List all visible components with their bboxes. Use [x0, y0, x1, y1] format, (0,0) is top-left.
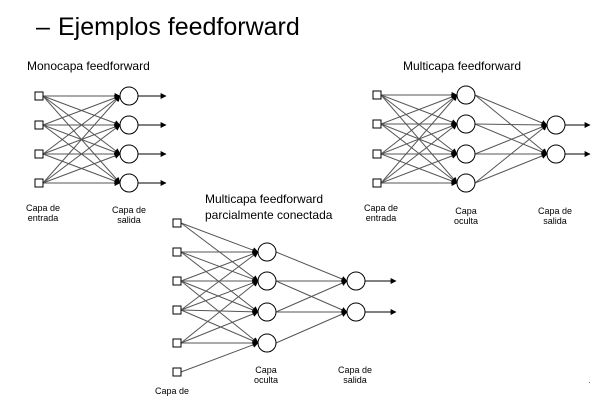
partial-edge-ih-0-0: [180, 222, 259, 253]
partial-output-neuron-1: [346, 271, 366, 291]
multi-edge-ih-3-1: [380, 123, 458, 184]
mono-input-label: Capa de entrada: [24, 203, 62, 223]
partial-edge-ih-4-1: [180, 280, 259, 344]
mono-output-neuron-1: [119, 86, 139, 106]
partial-edge-ho-0-0: [275, 251, 348, 282]
partial-output-neuron-2: [346, 302, 366, 322]
mono-output-label-line-1: Capa de: [111, 205, 147, 215]
partial-output-label: Capa de salida: [335, 365, 375, 385]
partial-title-line-1: Multicapa feedforward: [205, 192, 324, 206]
multi-edge-ho-3-1: [474, 153, 548, 184]
mono-input-node-3: [34, 149, 44, 159]
mono-title: Monocapa feedforward: [27, 59, 150, 73]
partial-edge-ih-2-2: [180, 280, 259, 313]
partial-output-label-line-2: salida: [343, 375, 367, 385]
partial-title-line-2: parcialmente conectada: [205, 208, 333, 222]
multi-output-label-line-2: salida: [543, 216, 567, 226]
partial-input-node-3: [172, 276, 182, 286]
partial-input-label: Capa de: [153, 386, 191, 396]
partial-hidden-label-line-2: oculta: [253, 375, 279, 385]
partial-title: Multicapa feedforward parcialmente conec…: [205, 191, 332, 223]
multi-input-label: Capa de entrada: [362, 203, 400, 223]
multi-edge-ih-3-2: [380, 153, 458, 184]
mono-edge-3-1: [42, 124, 121, 184]
multi-input-node-1: [372, 90, 382, 100]
multi-title: Multicapa feedforward: [403, 59, 522, 73]
partial-input-node-6: [172, 367, 182, 377]
multi-hidden-neuron-4: [456, 173, 476, 193]
multi-edge-ih-2-0: [380, 94, 458, 155]
partial-edge-ih-3-0: [180, 251, 259, 311]
mono-input-label-line-2: entrada: [27, 213, 59, 223]
partial-hidden-neuron-4: [257, 333, 277, 353]
partial-hidden-neuron-1: [257, 242, 277, 262]
multi-edge-ho-0-0: [474, 94, 548, 126]
partial-edge-ih-5-3: [180, 342, 259, 373]
multi-input-node-3: [372, 149, 382, 159]
multi-hidden-neuron-3: [456, 144, 476, 164]
partial-input-label-line-1: Capa de: [154, 386, 190, 396]
mono-input-node-2: [34, 120, 44, 130]
mono-output-label: Capa de salida: [110, 205, 148, 225]
partial-hidden-neuron-2: [257, 271, 277, 291]
partial-edge-ih-2-0: [180, 251, 259, 282]
multi-input-node-4: [372, 178, 382, 188]
multi-hidden-label-line-2: oculta: [453, 216, 479, 226]
partial-edge-ih-1-2: [180, 251, 259, 313]
partial-edge-ho-3-1: [275, 311, 348, 344]
partial-hidden-label-line-1: Capa: [255, 365, 277, 375]
multi-hidden-neuron-1: [456, 85, 476, 105]
partial-input-node-4: [172, 305, 182, 315]
mono-input-node-4: [34, 178, 44, 188]
partial-input-node-5: [172, 338, 182, 348]
multi-input-label-line-2: entrada: [365, 213, 397, 223]
title-dash: –: [36, 13, 50, 41]
mono-input-label-line-1: Capa de: [25, 203, 61, 213]
mono-edge-3-2: [42, 153, 121, 184]
mono-output-label-line-2: salida: [117, 215, 141, 225]
mono-edge-3-0: [42, 95, 121, 184]
multi-input-node-2: [372, 119, 382, 129]
partial-hidden-neuron-3: [257, 302, 277, 322]
slide-title: –Ejemplos feedforward: [36, 12, 300, 42]
multi-edge-ih-3-0: [380, 94, 458, 184]
multi-input-label-line-1: Capa de: [363, 203, 399, 213]
partial-output-label-line-1: Capa de: [337, 365, 373, 375]
multi-hidden-neuron-2: [456, 114, 476, 134]
mono-output-neuron-4: [119, 173, 139, 193]
partial-edge-ih-3-2: [180, 308, 259, 315]
partial-edge-ho-2-0: [275, 280, 348, 313]
mono-edge-1-0: [42, 95, 121, 126]
multi-output-label: Capa de salida: [535, 206, 575, 226]
multi-edge-ho-2-0: [474, 124, 548, 155]
partial-hidden-label: Capa oculta: [250, 365, 282, 385]
multi-output-neuron-1: [546, 115, 566, 135]
multi-hidden-label: Capa oculta: [450, 206, 482, 226]
multi-output-label-line-1: Capa de: [537, 206, 573, 216]
multi-hidden-label-line-1: Capa: [455, 206, 477, 216]
corner-dot: [589, 382, 590, 383]
mono-output-neuron-3: [119, 144, 139, 164]
mono-edge-2-0: [42, 95, 121, 155]
partial-edge-ih-3-1: [180, 280, 259, 311]
mono-input-node-1: [34, 91, 44, 101]
partial-input-node-2: [172, 247, 182, 257]
multi-edge-ho-1-0: [474, 121, 548, 128]
multi-edge-ih-1-0: [380, 94, 458, 125]
multi-output-neuron-2: [546, 144, 566, 164]
title-text: Ejemplos feedforward: [58, 13, 300, 41]
mono-output-neuron-2: [119, 115, 139, 135]
partial-input-node-1: [172, 218, 182, 228]
partial-edge-ih-3-3: [180, 309, 259, 344]
multi-edge-ho-3-0: [474, 124, 548, 184]
partial-edge-ih-4-2: [180, 311, 259, 344]
